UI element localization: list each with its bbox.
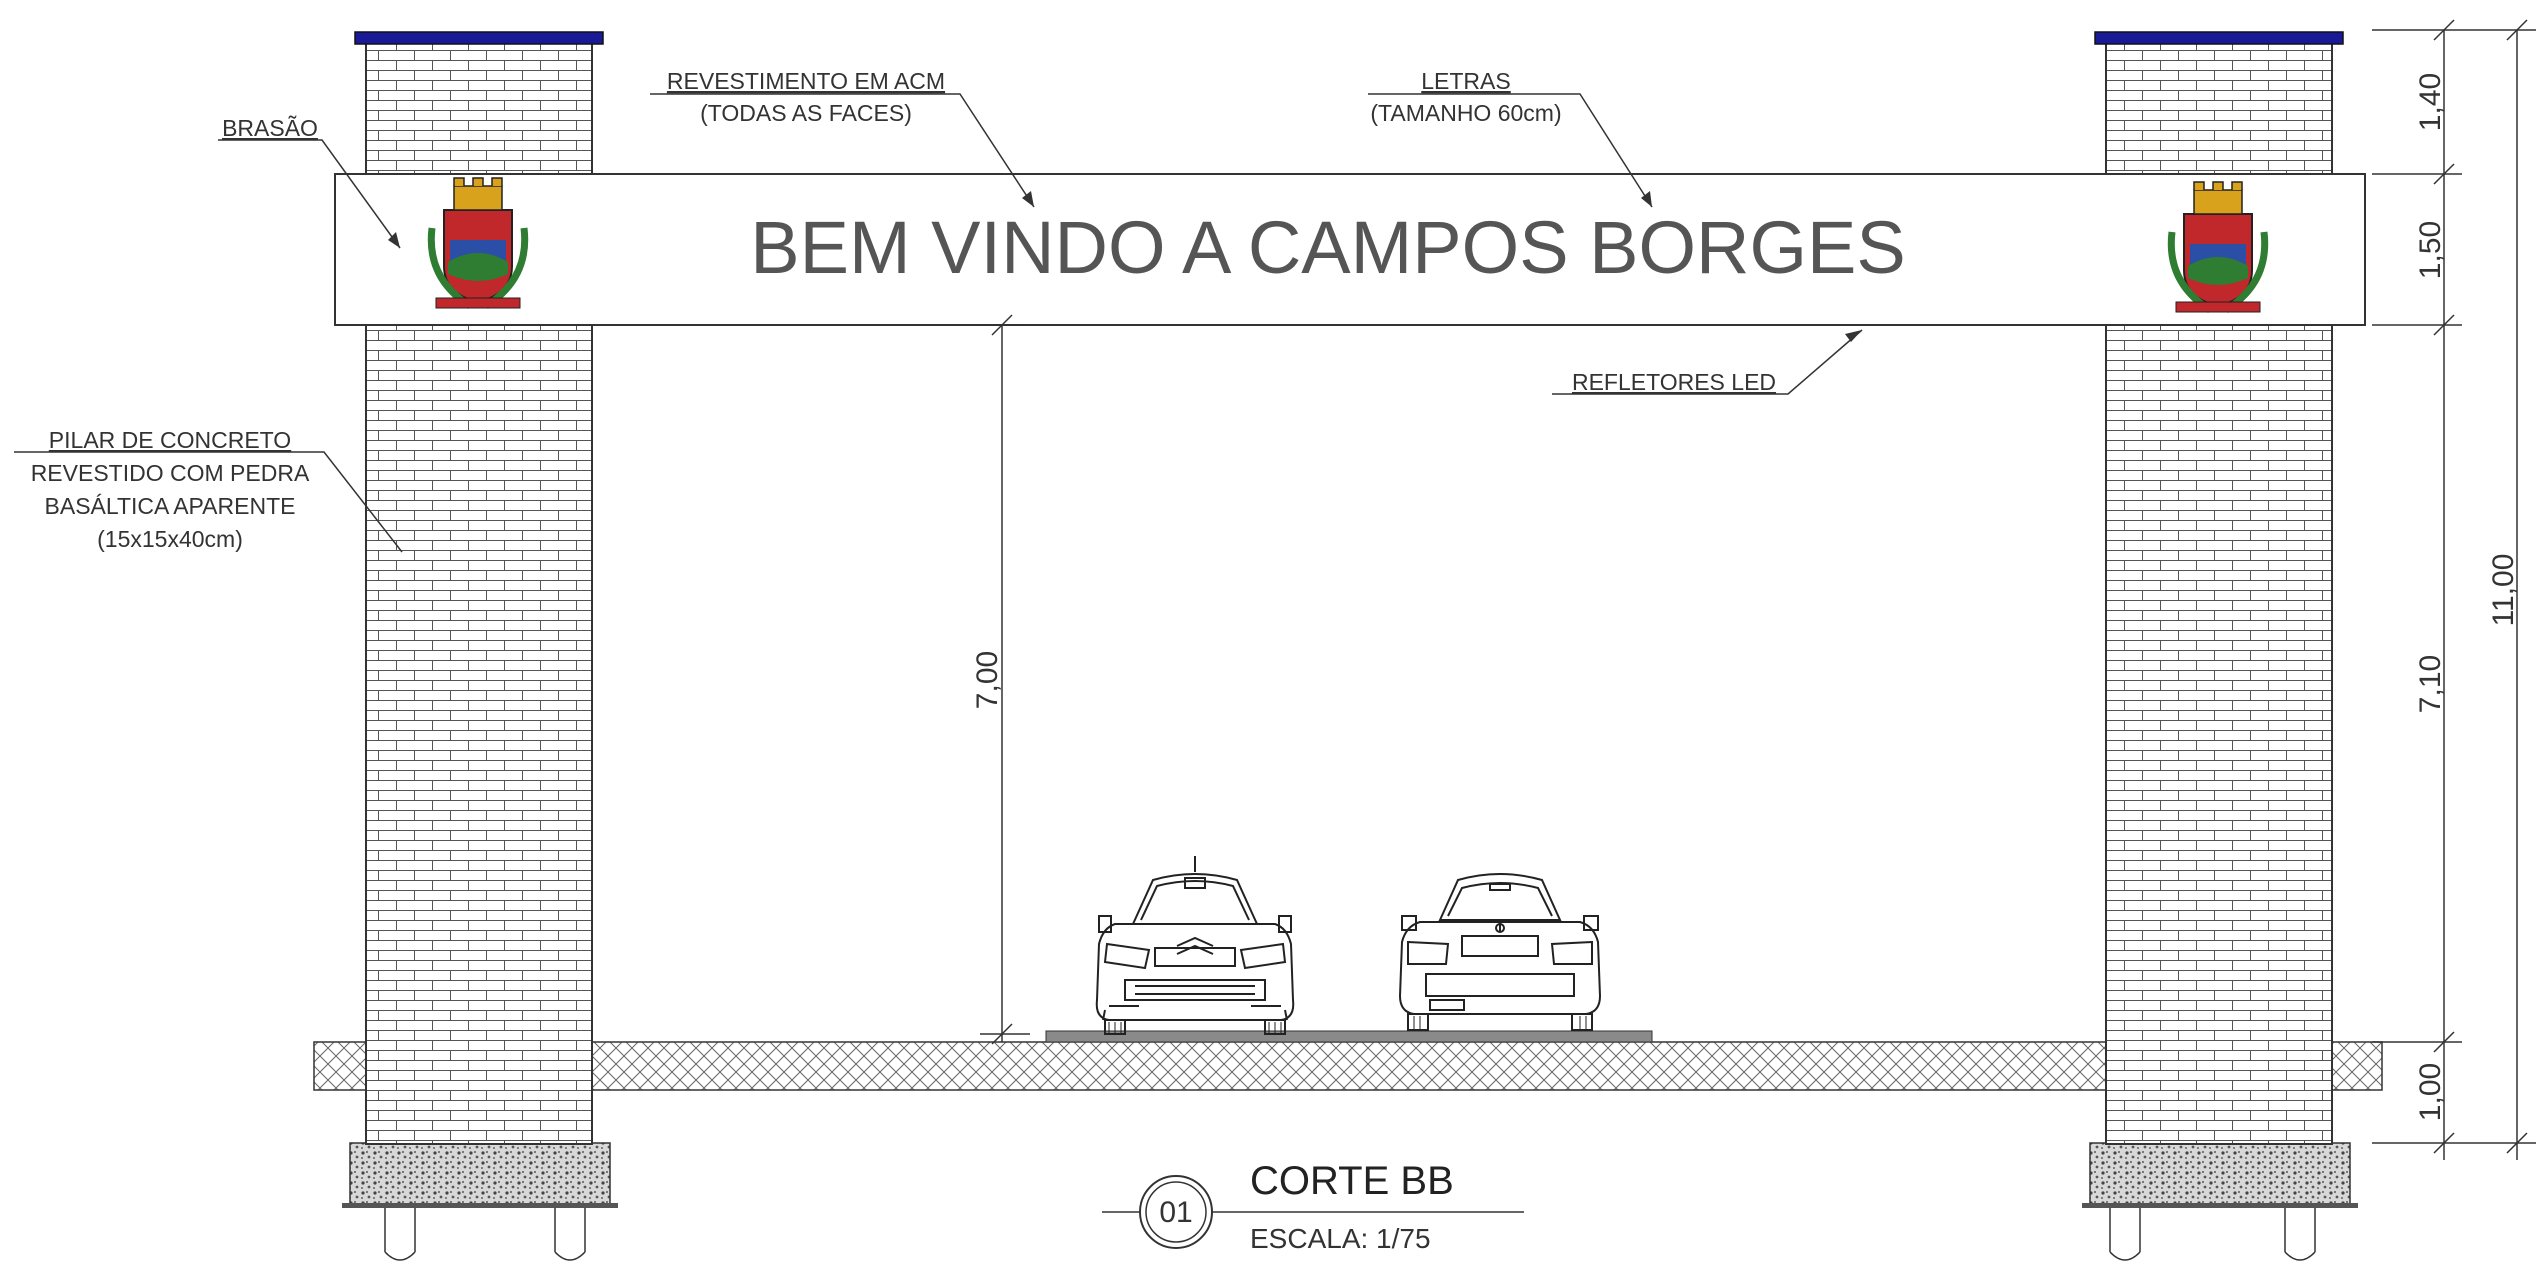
right-coat-of-arms-icon [2167,181,2269,313]
label-pilar-line4: (15x15x40cm) [97,526,243,552]
dimension-lines-right [2372,19,2536,1160]
car-front-view [1095,856,1295,1035]
dimension-7-00: 7,00 [971,651,1004,709]
label-pilar-line3: BASÁLTICA APARENTE [45,493,296,519]
ground-strip [313,1041,2383,1091]
title-block [1102,1175,1524,1249]
arrow-refletores [1845,330,1862,342]
dimension-7-10: 7,10 [2414,655,2447,713]
label-letras-line2: (TAMANHO 60cm) [1370,100,1561,126]
dimension-1-40: 1,40 [2414,73,2447,131]
left-coat-of-arms-icon [427,177,529,309]
dimension-line-vertical-clearance [980,314,1030,1045]
car-rear-view [1398,873,1602,1031]
label-acm-line2: (TODAS AS FACES) [700,100,912,126]
label-pilar-line2: REVESTIDO COM PEDRA [31,460,310,486]
label-acm-line1: REVESTIMENTO EM ACM [667,68,945,94]
road-slab [1045,1030,1653,1043]
label-pilar-line1: PILAR DE CONCRETO [49,427,291,453]
left-pillar-cap [354,31,604,45]
left-footing [342,1142,618,1261]
dimension-1-00: 1,00 [2414,1063,2447,1121]
dimension-1-50: 1,50 [2414,221,2447,279]
leader-lines [14,93,1863,553]
label-brasao: BRASÃO [222,115,318,141]
title-number: 01 [1159,1196,1192,1229]
sign-text: BEM VINDO A CAMPOS BORGES [750,206,1906,289]
sign-panel [334,173,2366,326]
dimension-11-00: 11,00 [2487,554,2520,627]
label-letras-line1: LETRAS [1421,68,1510,94]
right-pillar-cap [2094,31,2344,45]
title-text: CORTE BB [1250,1159,1454,1203]
label-refletores: REFLETORES LED [1572,369,1776,395]
arrow-acm [1022,191,1034,207]
arrow-brasao [388,232,400,248]
right-footing [2082,1142,2358,1261]
scale-text: ESCALA: 1/75 [1250,1223,1431,1254]
arrow-letras [1641,191,1652,207]
